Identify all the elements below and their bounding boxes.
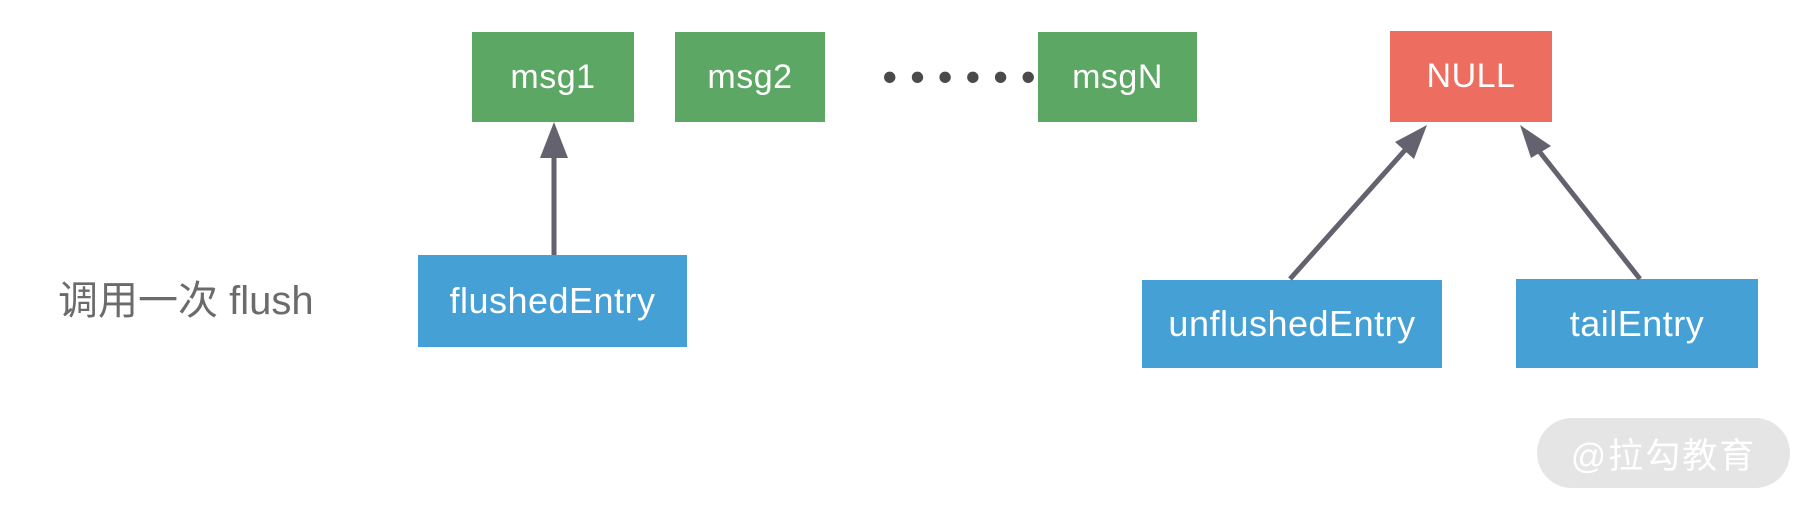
node-msgN: msgN <box>1038 32 1197 122</box>
arrow-tail-to-null-head <box>1520 125 1551 158</box>
arrow-unflushed-to-null-head <box>1395 125 1427 159</box>
node-msg2: msg2 <box>675 32 825 122</box>
node-tail-entry: tailEntry <box>1516 279 1758 368</box>
ellipsis-dots: •••••• <box>882 53 1049 100</box>
node-unflushed-entry: unflushedEntry <box>1142 280 1442 368</box>
watermark-badge: @拉勾教育 <box>1537 418 1790 488</box>
node-flushed-entry: flushedEntry <box>418 255 687 347</box>
watermark-text: @拉勾教育 <box>1570 436 1757 476</box>
caption-label: 调用一次 flush <box>58 279 314 323</box>
node-null: NULL <box>1390 31 1552 122</box>
arrow-tail-to-null-line <box>1537 149 1642 281</box>
arrow-unflushed-to-null-line <box>1288 147 1408 281</box>
node-msg1: msg1 <box>472 32 634 122</box>
arrow-flushed-to-msg1-head <box>540 122 568 158</box>
